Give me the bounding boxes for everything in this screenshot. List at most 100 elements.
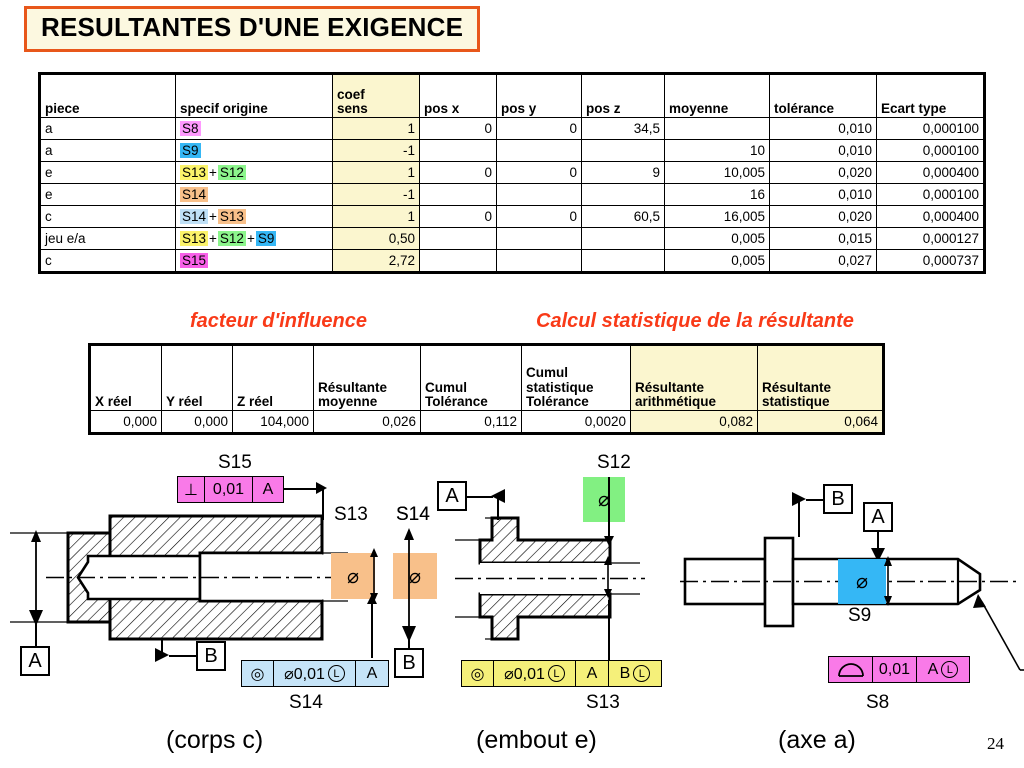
col-pos-z: pos z [581,73,665,118]
summary-value-3: 104,000 [232,410,314,434]
cell-pos-y [496,227,582,250]
fcf-s13-datum2-text: B [619,664,631,682]
label-s12: S12 [597,452,631,473]
cell-pos-x [419,227,497,250]
page-title: RESULTANTES D'UNE EXIGENCE [24,6,481,52]
leader-s14-corps [371,602,373,658]
cell-ecart-type: 0,000127 [876,227,985,250]
cell-pos-y [496,183,582,206]
cell-ecart-type: 0,000100 [876,139,985,162]
patch-s13-diameter: ⌀ [331,553,375,599]
cell-specif-origine: S13+S12 [175,161,333,184]
fcf-s8-axe: 0,01 A L [828,656,970,683]
cell-specif-origine: S9 [175,139,333,162]
datum-b-stem-embout [408,638,410,656]
datum-a-stem-embout [497,496,499,520]
label-s14-corps-bottom: S14 [289,692,323,713]
label-s9: S9 [848,605,872,626]
cell-pos-z [581,249,665,273]
col-coef-sens: coef sens [332,73,420,118]
summary-value-6: 0,0020 [521,410,631,434]
cell-specif-origine: S13+S12+S9 [175,227,333,250]
profile-arc-icon [829,657,873,682]
fcf-s15-datum: A [262,480,274,498]
spec-chip-s14: S14 [180,187,209,202]
fcf-s14-datum: A [366,664,378,682]
cell-piece: e [39,161,176,184]
fcf-s14-modifier-l-icon: L [327,665,345,682]
col-coef-line2: sens [337,100,368,116]
cell-tolerance: 0,020 [769,161,877,184]
datum-a-triangle-axe-icon [871,548,885,562]
cell-pos-x [419,249,497,273]
cell-pos-z [581,227,665,250]
datum-b-axe: B [823,484,853,514]
datum-b-stem-corps [161,639,163,654]
cell-moyenne: 10 [664,139,770,162]
col-specif-origine: specif origine [175,73,333,118]
arrow-s14-corps-icon [367,594,377,604]
col-ecart-type: Ecart type [876,73,985,118]
fcf-s8-datum: A L [917,657,969,682]
datum-a-stem-axe [877,532,879,550]
cell-pos-x [419,183,497,206]
corps-section-svg [10,514,348,641]
caption-axe-a: (axe a) [778,726,856,754]
cell-ecart-type: 0,000737 [876,249,985,273]
cell-pos-y: 0 [496,161,582,184]
summary-col-header-2: Y réel [161,344,233,411]
cell-coef-sens: -1 [332,183,420,206]
datum-b-leader-corps [169,655,197,657]
cell-specif-origine: S15 [175,249,333,273]
label-s13-embout: S13 [586,692,620,713]
cell-pos-z [581,183,665,206]
cell-tolerance: 0,020 [769,205,877,228]
technical-drawings: S15 ⊥ 0,01 A [0,452,1024,768]
spec-chip-s9: S9 [180,143,201,158]
cell-ecart-type: 0,000100 [876,183,985,206]
cell-ecart-type: 0,000400 [876,161,985,184]
summary-value-7: 0,082 [630,410,758,434]
arrow-s15-icon [316,482,327,494]
summary-value-2: 0,000 [161,410,233,434]
dimension-s9-axe [884,556,892,606]
patch-s9-diameter: ⌀ [838,559,886,604]
cell-pos-x: 0 [419,205,497,228]
cell-ecart-type: 0,000100 [876,117,985,140]
cell-moyenne: 10,005 [664,161,770,184]
cell-tolerance: 0,027 [769,249,877,273]
spec-chip-s13: S13 [217,209,246,224]
plus-sign: + [209,231,217,246]
cell-pos-x: 0 [419,161,497,184]
concentricity-icon-embout: ◎ [462,661,494,686]
cell-specif-origine: S8 [175,117,333,140]
cell-coef-sens: 2,72 [332,249,420,273]
col-moyenne: moyenne [664,73,770,118]
datum-b-leader-axe [806,499,824,501]
col-piece: piece [39,73,176,118]
cell-tolerance: 0,015 [769,227,877,250]
cell-pos-x: 0 [419,117,497,140]
plus-sign: + [209,209,217,224]
cell-specif-origine: S14 [175,183,333,206]
col-coef-line1: coef [337,86,365,102]
cell-pos-x [419,139,497,162]
perpendicularity-icon: ⊥ [178,477,205,502]
spec-chip-s14: S14 [180,209,209,224]
datum-b-triangle-corps-icon [155,648,169,662]
caption-facteur-influence: facteur d'influence [190,310,368,332]
cell-tolerance: 0,010 [769,183,877,206]
leader-s12 [608,477,610,539]
col-pos-x: pos x [419,73,497,118]
cell-piece: a [39,139,176,162]
